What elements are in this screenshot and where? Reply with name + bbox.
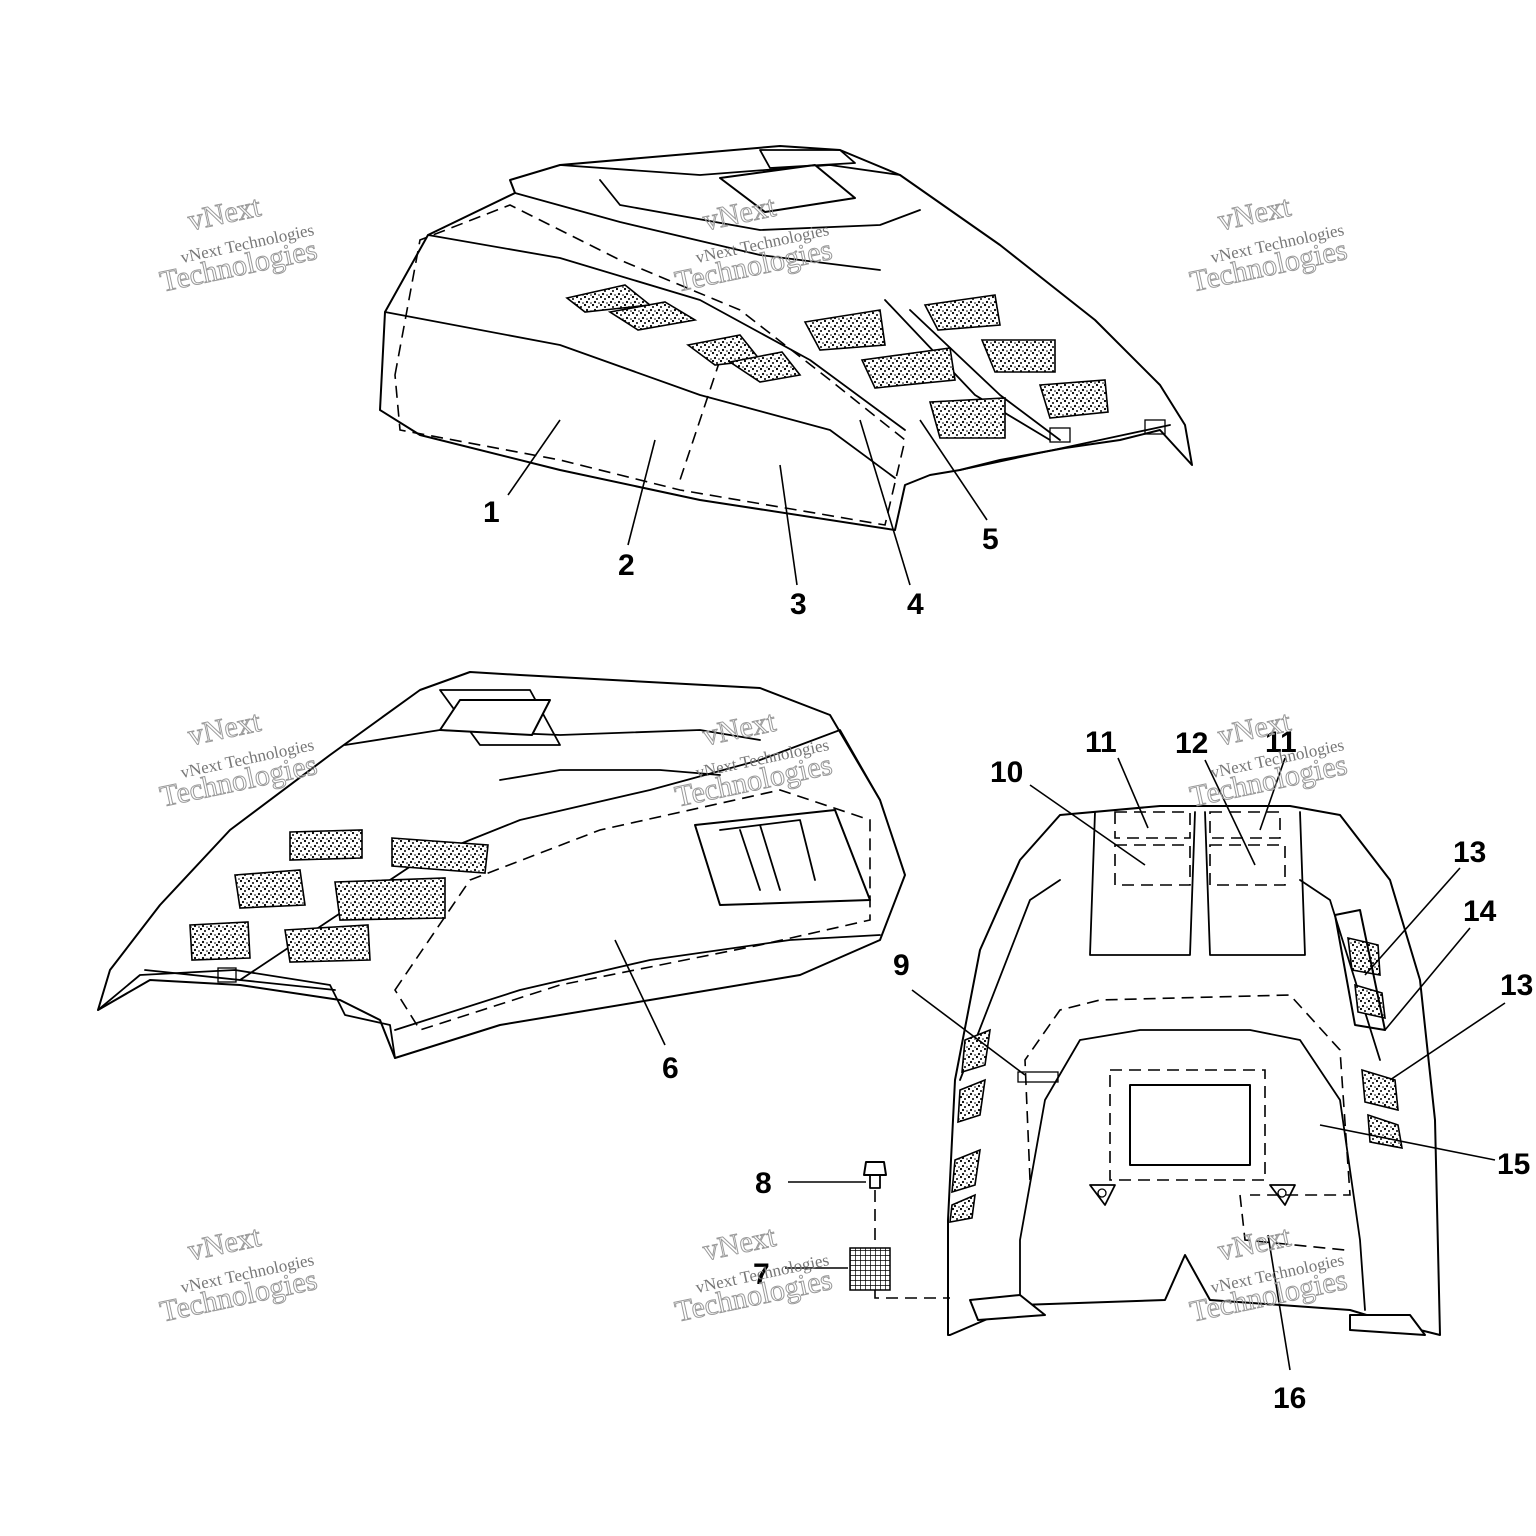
callout-1: 1 xyxy=(483,496,500,529)
callout-6: 6 xyxy=(662,1052,679,1085)
callout-11-left: 11 xyxy=(1085,726,1117,759)
watermark-vnext: vNext xyxy=(185,190,264,238)
callout-14: 14 xyxy=(1463,895,1497,928)
hood-side-view xyxy=(97,671,906,1059)
callout-15: 15 xyxy=(1497,1148,1530,1181)
watermark-vnext: vNext xyxy=(185,1220,264,1268)
watermark-vnext: vNext xyxy=(185,705,264,753)
watermark-vnext: vNext xyxy=(1215,190,1294,238)
watermark: vNext vNext Technologies Technologies xyxy=(672,1219,836,1329)
leader-lines xyxy=(507,419,1506,1371)
bolt-and-mesh xyxy=(849,1161,950,1299)
hood-top-view xyxy=(379,145,1193,531)
hood-rear-view xyxy=(947,805,1441,1336)
watermark: vNext vNext Technologies Technologies xyxy=(157,1219,321,1329)
callout-4: 4 xyxy=(907,588,924,621)
callout-13-bottom: 13 xyxy=(1500,969,1533,1002)
callout-2: 2 xyxy=(618,549,635,582)
callout-16: 16 xyxy=(1273,1382,1306,1415)
callout-5: 5 xyxy=(982,523,999,556)
callout-7: 7 xyxy=(753,1258,770,1291)
watermark: vNext vNext Technologies Technologies xyxy=(1187,189,1351,299)
callout-10: 10 xyxy=(990,756,1023,789)
callout-labels: 1 2 3 4 5 6 7 8 9 10 11 12 11 13 14 13 1… xyxy=(483,496,1533,1415)
callout-3: 3 xyxy=(790,588,807,621)
callout-11-right: 11 xyxy=(1265,726,1297,759)
callout-12: 12 xyxy=(1175,727,1208,760)
watermark: vNext vNext Technologies Technologies xyxy=(157,189,321,299)
callout-9: 9 xyxy=(893,949,910,982)
callout-8: 8 xyxy=(755,1167,772,1200)
callout-13-top: 13 xyxy=(1453,836,1486,869)
